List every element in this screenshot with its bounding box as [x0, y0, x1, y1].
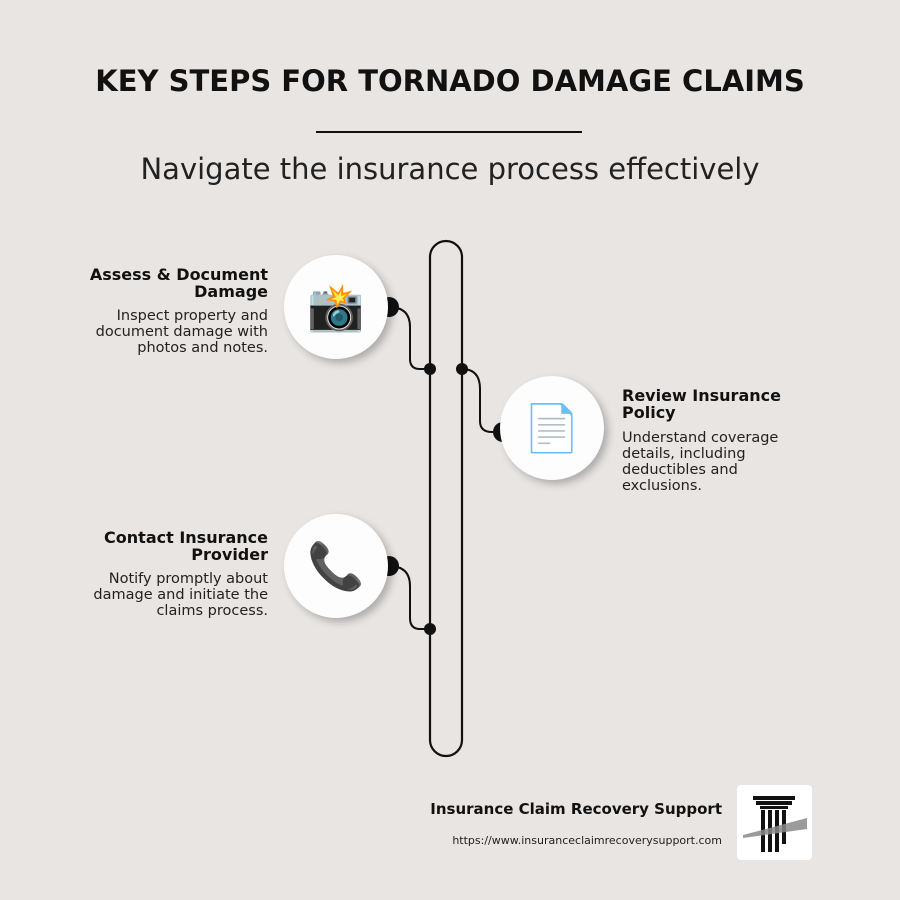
- camera-flash-icon: 📸: [307, 279, 365, 334]
- page-title: KEY STEPS FOR TORNADO DAMAGE CLAIMS: [95, 64, 805, 98]
- node-step-3-track: [424, 623, 436, 635]
- step-3-icon-circle: 📞: [284, 514, 388, 618]
- footer-company-name: Insurance Claim Recovery Support: [430, 800, 722, 818]
- step-2-icon-circle: 📄: [500, 376, 604, 480]
- step-2-desc-line-1: Understand coverage: [622, 430, 779, 446]
- step-1-description: Inspect property and document damage wit…: [40, 308, 268, 356]
- node-step-1-track: [424, 363, 436, 375]
- step-2-title-line-2: Policy: [622, 403, 676, 422]
- telephone-icon: 📞: [307, 538, 365, 593]
- pillar-logo-icon: [743, 796, 807, 852]
- step-3-desc-line-1: Notify promptly about: [108, 571, 268, 587]
- step-2-title-line-1: Review Insurance: [622, 386, 781, 405]
- connector-step-3: [388, 565, 430, 630]
- document-icon: 📄: [523, 400, 581, 455]
- step-1-desc-line-1: Inspect property and: [116, 308, 268, 324]
- timeline-track: [428, 239, 464, 758]
- title-divider: [316, 131, 582, 133]
- step-2-desc-line-3: deductibles and: [622, 462, 738, 478]
- step-2-title: Review Insurance Policy: [622, 387, 852, 421]
- step-3-desc-line-3: claims process.: [156, 603, 268, 619]
- step-1-title-line-2: Damage: [194, 282, 268, 301]
- step-2-description: Understand coverage details, including d…: [622, 430, 852, 494]
- step-1-desc-line-2: document damage with: [95, 324, 268, 340]
- step-1-icon-circle: 📸: [284, 255, 388, 359]
- page-subtitle: Navigate the insurance process effective…: [140, 152, 760, 186]
- node-step-2-track: [456, 363, 468, 375]
- connector-step-2: [461, 368, 503, 433]
- step-1-title-line-1: Assess & Document: [89, 265, 268, 284]
- step-3-title: Contact Insurance Provider: [40, 529, 268, 563]
- step-2-desc-line-2: details, including: [622, 446, 746, 462]
- step-1-desc-line-3: photos and notes.: [137, 340, 268, 356]
- step-1-title: Assess & Document Damage: [40, 266, 268, 300]
- step-3-desc-line-2: damage and initiate the: [93, 587, 268, 603]
- step-3-title-line-2: Provider: [191, 545, 268, 564]
- footer-website-link[interactable]: https://www.insuranceclaimrecoverysuppor…: [452, 834, 722, 847]
- step-3-title-line-1: Contact Insurance: [104, 528, 268, 547]
- step-2-desc-line-4: exclusions.: [622, 478, 702, 494]
- connector-step-1: [388, 306, 430, 370]
- company-logo: [737, 785, 812, 860]
- step-3-description: Notify promptly about damage and initiat…: [40, 571, 268, 619]
